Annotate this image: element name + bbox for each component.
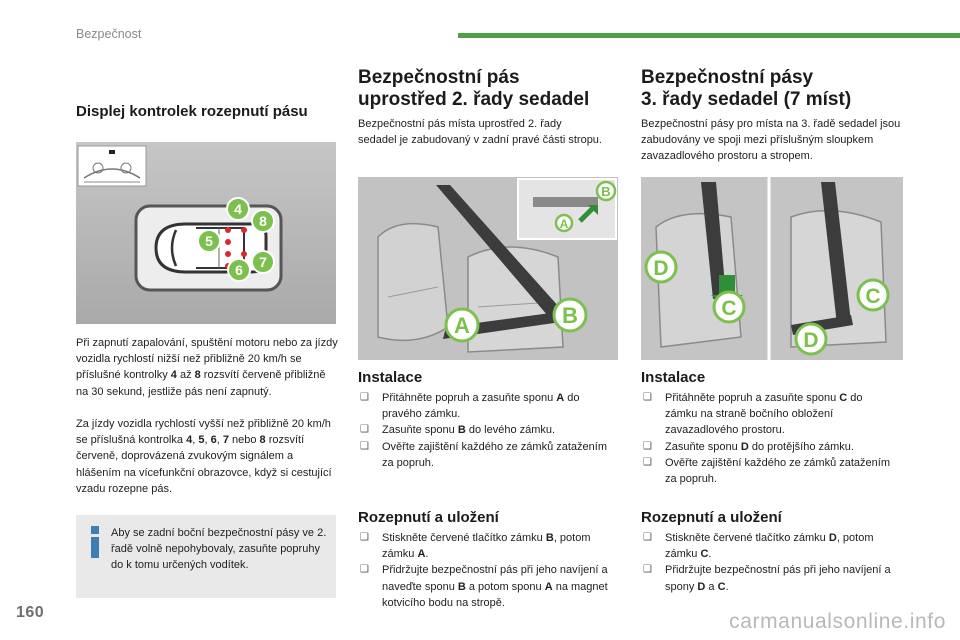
seatbelt-display-illustration: 4 8 5 6 7: [76, 142, 336, 324]
dashboard-thumbnail: [77, 145, 147, 187]
list-item: Přidržujte bezpečnostní pás při jeho nav…: [358, 562, 620, 611]
label-d-right: D: [794, 322, 828, 356]
svg-text:8: 8: [259, 213, 267, 229]
third-row-belt-figure: D C C D: [641, 177, 903, 360]
third-row-release-steps: Stiskněte červené tlačítko zámku D, poto…: [641, 530, 905, 595]
svg-text:D: D: [653, 257, 668, 280]
svg-text:6: 6: [235, 262, 243, 278]
center-release-steps: Stiskněte červené tlačítko zámku B, poto…: [358, 530, 620, 611]
third-row-belt-illustration: D C C D: [641, 177, 903, 360]
third-row-install-title: Instalace: [641, 369, 706, 386]
label-c-left: C: [712, 290, 746, 324]
list-item: Přitáhněte popruh a zasuňte sponu A do p…: [358, 390, 608, 422]
svg-text:C: C: [721, 297, 736, 320]
svg-text:7: 7: [259, 254, 267, 270]
label-inset-a: A: [554, 213, 574, 233]
svg-text:D: D: [803, 329, 818, 352]
center-install-title: Instalace: [358, 369, 423, 386]
svg-text:A: A: [454, 313, 470, 338]
list-item: Zasuňte sponu D do protějšího zámku.: [641, 439, 891, 455]
info-note-text: Aby se zadní boční bezpečnostní pásy ve …: [111, 527, 327, 572]
marker-8: 8: [251, 209, 275, 233]
center-belt-figure: B A A B: [358, 177, 618, 360]
seatbelt-warning-display-figure: 4 8 5 6 7: [76, 142, 336, 324]
third-row-belt-intro: Bezpečnostní pásy pro místa na 3. řadě s…: [641, 118, 901, 163]
marker-6: 6: [227, 258, 251, 282]
list-item: Přitáhněte popruh a zasuňte sponu C do z…: [641, 390, 891, 439]
list-item: Zasuňte sponu B do levého zámku.: [358, 422, 608, 438]
label-d-left: D: [644, 250, 678, 284]
marker-7: 7: [251, 250, 275, 274]
list-item: Stiskněte červené tlačítko zámku D, poto…: [641, 530, 905, 562]
svg-text:C: C: [865, 285, 880, 308]
label-a: A: [444, 307, 480, 343]
center-belt-illustration: B A A B: [358, 177, 618, 360]
center-release-title: Rozepnutí a uložení: [358, 509, 499, 526]
list-item: Stiskněte červené tlačítko zámku B, poto…: [358, 530, 620, 562]
page-number: 160: [16, 604, 45, 621]
label-c-right: C: [856, 278, 890, 312]
list-item: Ověřte zajištění každého ze zámků zataže…: [641, 455, 891, 487]
marker-5: 5: [197, 229, 221, 253]
label-inset-b: B: [595, 180, 617, 202]
watermark: carmanualsonline.info: [729, 610, 946, 633]
list-item: Přidržujte bezpečnostní pás při jeho nav…: [641, 562, 905, 594]
third-row-install-steps: Přitáhněte popruh a zasuňte sponu C do z…: [641, 390, 891, 487]
svg-text:B: B: [562, 303, 578, 328]
svg-text:4: 4: [234, 201, 242, 217]
center-install-steps: Přitáhněte popruh a zasuňte sponu A do p…: [358, 390, 608, 471]
info-note-box: Aby se zadní boční bezpečnostní pásy ve …: [76, 515, 336, 598]
warning-paragraph-low-speed: Při zapnutí zapalování, spuštění motoru …: [76, 337, 338, 398]
info-icon: [90, 526, 100, 558]
list-item: Ověřte zajištění každého ze zámků zataže…: [358, 439, 608, 471]
third-row-release-title: Rozepnutí a uložení: [641, 509, 782, 526]
warning-paragraph-high-speed: Za jízdy vozidla rychlostí vyšší než při…: [76, 418, 332, 495]
section-label: Bezpečnost: [76, 27, 142, 41]
marker-4: 4: [226, 197, 250, 221]
center-belt-intro: Bezpečnostní pás místa uprostřed 2. řady…: [358, 118, 602, 147]
warning-display-title: Displej kontrolek rozepnutí pásu: [76, 103, 308, 120]
label-b: B: [552, 297, 588, 333]
svg-text:5: 5: [205, 233, 213, 249]
header-accent-bar: [458, 33, 960, 38]
svg-text:A: A: [560, 217, 569, 231]
svg-text:B: B: [601, 184, 610, 199]
